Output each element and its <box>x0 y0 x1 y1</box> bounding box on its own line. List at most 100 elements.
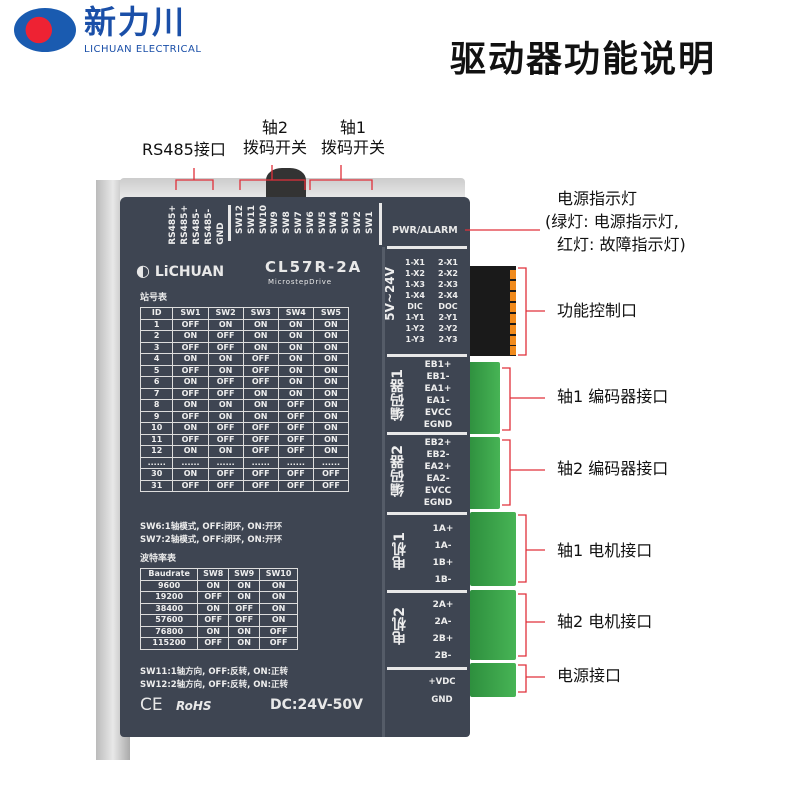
pin-label: 1B- <box>434 575 452 585</box>
pin-label: EGND <box>423 420 453 430</box>
pin-label: +VDC <box>428 677 456 687</box>
table-cell: OFF <box>228 614 261 627</box>
pin-label: 1-Y1 <box>405 313 425 322</box>
callout-text: 拨码开关 <box>320 138 385 157</box>
bracket-motor2 <box>518 593 545 657</box>
pin-label: 2-X2 <box>438 269 458 278</box>
pin-label: DIC <box>407 302 423 311</box>
table-cell: 115200 <box>139 637 199 650</box>
pin-label: 2-X3 <box>438 280 458 289</box>
bracket-motor1 <box>518 514 545 583</box>
bracket-func-ctrl <box>518 267 545 356</box>
pwr-alarm-led-label: PWR/ALARM <box>392 225 458 236</box>
pin-label: EGND <box>423 498 453 508</box>
logo-text: 新力川 <box>84 3 187 41</box>
power-pins: +VDC GND <box>422 673 462 709</box>
pin-label: GND <box>431 695 453 705</box>
sw12-note: SW12:2轴方向, OFF:反转, ON:正转 <box>140 680 289 690</box>
table-cell: ON <box>228 579 261 592</box>
pin-label: DOC <box>438 302 458 311</box>
pin-label: EA1+ <box>424 384 452 394</box>
driver-body: RS485+ RS485+ RS485- RS485- GND SW12 SW1… <box>120 197 470 737</box>
brand-text: LiCHUAN <box>154 264 225 280</box>
callout-motor2: 轴2 电机接口 <box>557 612 653 631</box>
page-title: 驱动器功能说明 <box>450 39 717 80</box>
sw6-note: SW6:1轴模式, OFF:闭环, ON:开环 <box>140 522 283 532</box>
callout-text: 轴1 <box>339 118 367 137</box>
pin-label: 2A- <box>434 617 452 627</box>
table-cell: ON <box>259 602 298 615</box>
table-cell: 38400 <box>139 602 199 615</box>
callout-power-led: 电源指示灯 (绿灯: 电源指示灯, 红灯: 故障指示灯) <box>545 187 686 256</box>
bracket-axis1-dip <box>309 165 373 190</box>
dc-rating: DC:24V-50V <box>270 697 363 713</box>
pin-label: EA2- <box>426 474 450 484</box>
callout-power: 电源接口 <box>557 666 622 685</box>
table-cell: ON <box>259 591 298 604</box>
divider <box>379 203 382 245</box>
bracket-power <box>518 664 545 693</box>
motor2-pins: 2A+2A-2B+2B- <box>426 597 460 665</box>
model-name: CL57R-2A <box>265 258 363 276</box>
callout-axis1-dip: 轴1 拨码开关 <box>318 118 388 158</box>
table-cell: 31 <box>139 479 174 492</box>
divider <box>387 667 467 670</box>
sw11-note: SW11:1轴方向, OFF:反转, ON:正转 <box>140 667 289 677</box>
table-header-cell: SW9 <box>228 568 261 581</box>
table-cell: OFF <box>259 637 298 650</box>
motor2-connector <box>470 590 516 660</box>
pin-label: 1B+ <box>432 558 454 568</box>
brand-logo: ◐ LiCHUAN <box>136 261 225 280</box>
model-subtitle: MicrostepDrive <box>268 278 332 286</box>
callout-text: (绿灯: 电源指示灯, <box>545 212 679 231</box>
sw7-note: SW7:2轴模式, OFF:闭环, ON:开环 <box>140 535 283 545</box>
divider <box>387 512 467 515</box>
pin-label: EB1- <box>426 372 450 382</box>
pin-label: 1A- <box>434 541 452 551</box>
divider <box>387 590 467 593</box>
rohs-mark: RoHS <box>176 699 212 713</box>
panel-edge <box>382 247 385 737</box>
pin-label: 2-Y1 <box>438 313 458 322</box>
bracket-axis2-dip <box>239 165 306 190</box>
table-cell: ON <box>228 591 261 604</box>
table-cell: OFF <box>228 602 261 615</box>
logo-subtext: LICHUAN ELECTRICAL <box>84 44 202 55</box>
pin-label: 2B- <box>434 651 452 661</box>
table-cell: 19200 <box>139 591 199 604</box>
callout-text: 拨码开关 <box>242 138 307 157</box>
callout-text: 红灯: 故障指示灯) <box>557 235 686 254</box>
pin-label: 2-Y2 <box>438 324 458 333</box>
encoder1-connector <box>468 362 500 434</box>
ce-mark: CE <box>140 695 163 715</box>
baud-table-title: 波特率表 <box>140 554 177 564</box>
table-cell: 57600 <box>139 614 199 627</box>
pin-label: EVCC <box>424 486 452 496</box>
pin-label: 1-X3 <box>405 280 425 289</box>
table-cell: 76800 <box>139 625 199 638</box>
table-header-cell: SW10 <box>259 568 298 581</box>
pin-label: 1-Y3 <box>405 335 425 344</box>
table-header-cell: Baudrate <box>139 568 199 581</box>
pin-label: 1-X4 <box>405 291 425 300</box>
bracket-enc2 <box>502 439 545 506</box>
table-cell: ON <box>228 637 261 650</box>
callout-motor1: 轴1 电机接口 <box>557 541 653 560</box>
pin-label: 2-X4 <box>438 291 458 300</box>
